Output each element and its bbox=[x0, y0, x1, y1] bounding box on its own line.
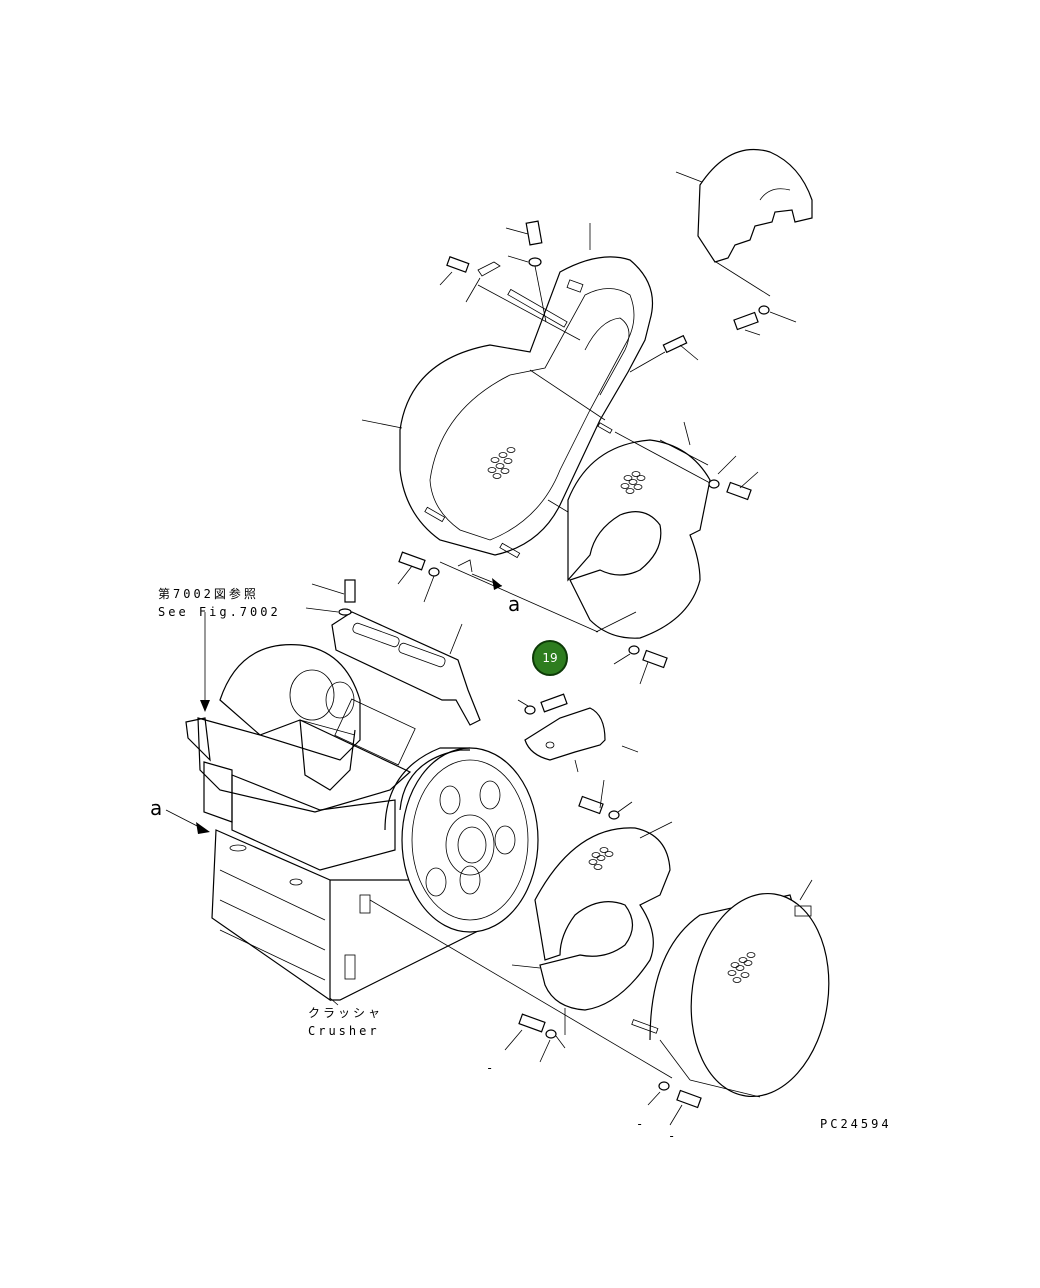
reference-label-en: See Fig.7002 bbox=[158, 605, 281, 619]
arrow-label-a-lower: a bbox=[150, 796, 163, 820]
bolts-upper-left bbox=[439, 220, 699, 373]
center-bracket bbox=[517, 693, 639, 773]
part-callout-19[interactable]: 19 bbox=[532, 640, 568, 676]
main-flywheel bbox=[384, 747, 539, 933]
lower-half-disc bbox=[511, 779, 673, 1011]
arrow-label-a-upper: a bbox=[508, 592, 521, 616]
crusher-assembly bbox=[165, 579, 501, 1006]
dash-mark: - bbox=[636, 1117, 647, 1131]
top-small-cover bbox=[675, 148, 813, 297]
dash-mark: - bbox=[486, 1061, 497, 1075]
crusher-label-jp: クラッシャ bbox=[308, 1006, 384, 1020]
bolt-washer-top-right bbox=[733, 305, 797, 336]
cylinder-cover bbox=[631, 879, 830, 1098]
dash-mark: - bbox=[668, 1129, 679, 1143]
bolts-lower bbox=[369, 899, 702, 1126]
mid-bolts-and-arrow bbox=[397, 551, 668, 685]
reference-label-jp: 第7002図参照 bbox=[158, 587, 259, 601]
drawing-number: PC24594 bbox=[820, 1117, 892, 1131]
upper-half-disc bbox=[567, 421, 759, 639]
crusher-label-en: Crusher bbox=[308, 1024, 380, 1038]
upper-belt-cover bbox=[361, 223, 711, 559]
